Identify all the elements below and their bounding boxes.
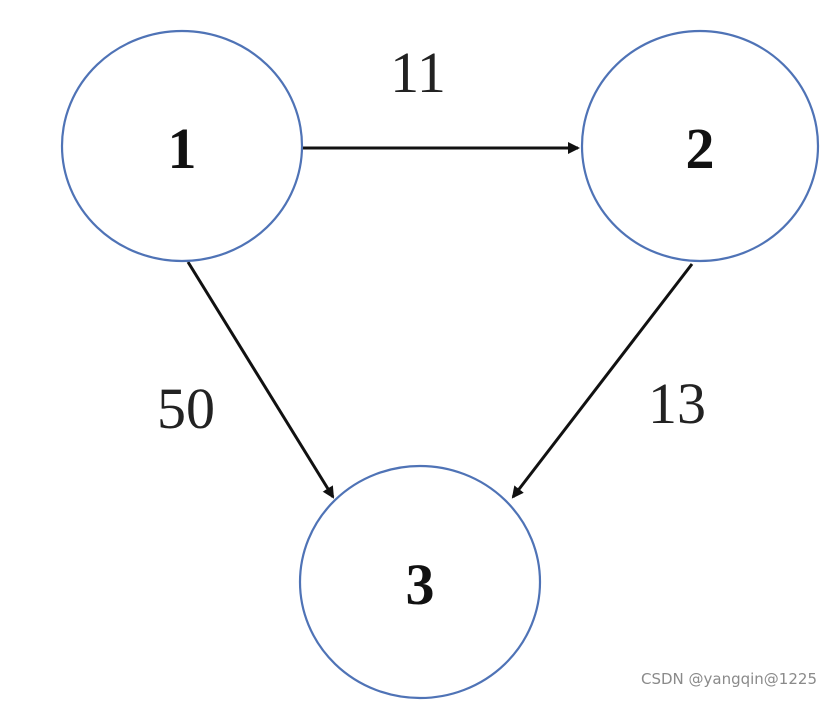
- edge-weight-2-3: 13: [648, 371, 706, 436]
- edge-line-2-3: [511, 263, 694, 499]
- edge-line-1-3: [186, 261, 335, 499]
- node-1: 1: [60, 29, 304, 263]
- node-3: 3: [298, 464, 542, 700]
- node-circle-3: [298, 464, 542, 700]
- node-label-1: 1: [168, 116, 197, 181]
- node-2: 2: [580, 29, 820, 263]
- node-circle-2: [580, 29, 820, 263]
- node-label-3: 3: [406, 552, 435, 617]
- node-circle-1: [60, 29, 304, 263]
- node-label-2: 2: [686, 116, 715, 181]
- edge-1-3: 50: [157, 261, 335, 499]
- edge-weight-1-2: 11: [390, 40, 446, 105]
- watermark: CSDN @yangqin@1225: [640, 670, 817, 688]
- edge-1-2: 11: [302, 40, 580, 154]
- edge-weight-1-3: 50: [157, 376, 215, 441]
- edge-2-3: 13: [511, 263, 706, 499]
